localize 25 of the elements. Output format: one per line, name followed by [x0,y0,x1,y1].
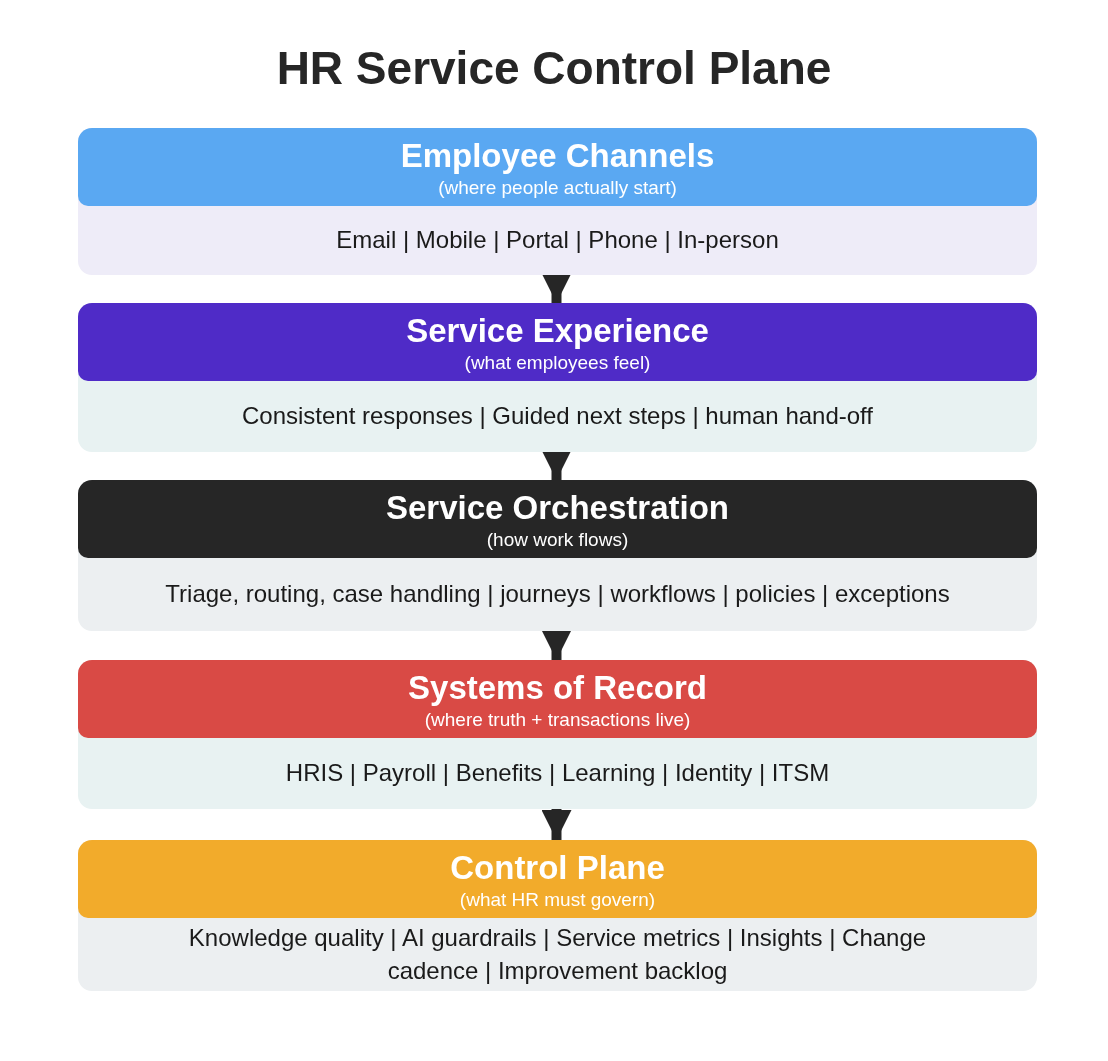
layer-heading: Control Plane [450,847,665,888]
arrow [541,809,572,840]
layer-items: HRIS | Payroll | Benefits | Learning | Identity | ITSM [285,758,830,789]
layer-panel [78,303,1037,452]
layer-heading: Service Orchestration [386,487,729,528]
layer-panel [78,660,1037,809]
layer-heading: Service Experience [406,310,709,351]
layer-panel [78,480,1037,631]
layer-heading: Employee Channels [400,135,715,176]
layer-items: Email | Mobile | Portal | Phone | In-person [336,225,779,256]
layer-items: Consistent responses | Guided next steps | human hand-off [241,401,874,432]
arrow [541,450,572,480]
layer-subtitle: (where truth + transactions live) [424,707,691,732]
arrow [541,630,572,660]
layer-heading: Systems of Record [408,667,707,708]
diagram-title: HR Service Control Plane [276,41,832,96]
layer-subtitle: (what employees feel) [464,350,651,375]
layer-subtitle: (where people actually start) [438,175,677,200]
layer-subtitle: (what HR must govern) [459,887,656,912]
layer-subtitle: (how work flows) [486,527,629,552]
arrow [541,273,572,303]
layer-items: Triage, routing, case handling | journeys | workflows | policies | exceptions [165,579,950,610]
layer-panel [78,840,1037,991]
layer-panel [78,128,1037,275]
layer-items: Knowledge quality | AI guardrails | Service metrics | Insights | Change cadence | Improvement backlog [187,923,928,986]
